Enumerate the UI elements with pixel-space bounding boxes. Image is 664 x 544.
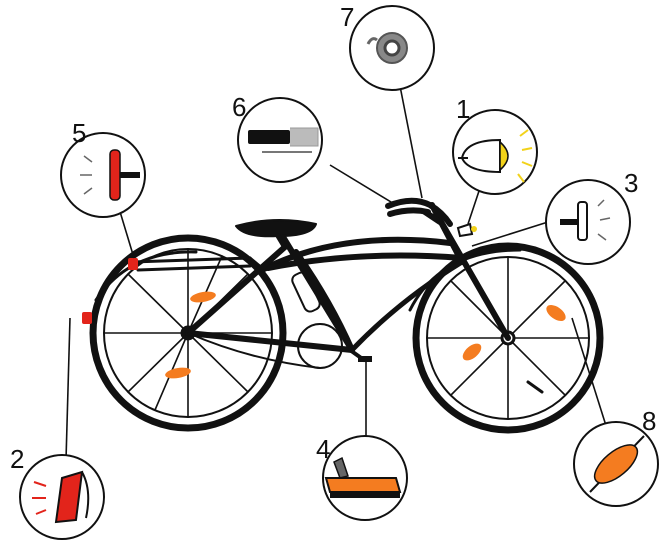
callout-number-1: 1: [456, 96, 470, 122]
callout-number-2: 2: [10, 446, 24, 472]
callout-number-3: 3: [624, 170, 638, 196]
callout-handlebar-grip: [238, 98, 322, 182]
callout-number-5: 5: [72, 120, 86, 146]
callout-bell: [350, 6, 434, 90]
callout-number-7: 7: [340, 4, 354, 30]
bike-rear-reflector: [82, 312, 92, 324]
callout-number-6: 6: [232, 94, 246, 120]
front-wheel-reflector-top: [544, 302, 569, 324]
callout-rear-reflector: [20, 455, 104, 539]
callout-number-4: 4: [316, 436, 330, 462]
saddle: [236, 220, 316, 246]
callout-number-8: 8: [642, 408, 656, 434]
front-wheel-reflector-bottom: [460, 340, 485, 363]
bike-rear-light: [128, 258, 138, 270]
callout-front-reflector: [546, 180, 630, 264]
kickstand: [528, 382, 542, 392]
bicycle: [93, 201, 600, 430]
callout-pedal-reflector: [323, 436, 407, 520]
rear-wheel-reflector-top: [189, 290, 216, 304]
bike-front-light: [458, 224, 472, 236]
